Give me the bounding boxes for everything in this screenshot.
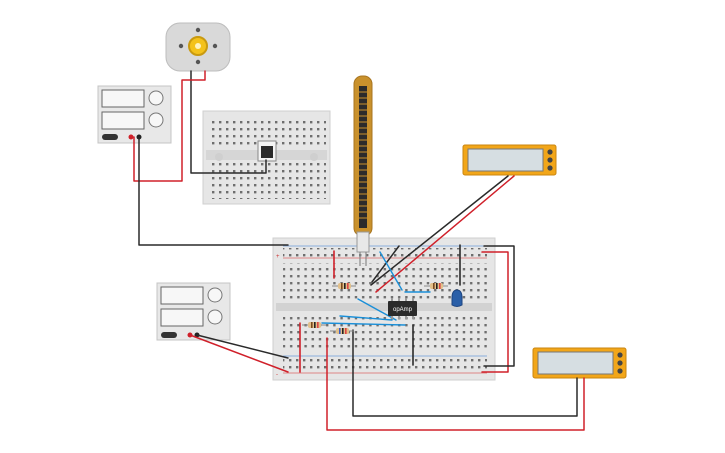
wire-motor-black [190, 70, 267, 174]
multimeter-bottom[interactable] [532, 347, 627, 379]
multimeter-top[interactable] [462, 144, 557, 176]
breadboard-small[interactable] [202, 110, 331, 205]
wires[interactable] [133, 70, 585, 431]
led-blue[interactable] [451, 289, 463, 307]
wire-right-red [481, 251, 509, 373]
wire-supply-black [138, 136, 289, 246]
resistor-2[interactable] [424, 283, 448, 289]
wire-black-diag [371, 245, 400, 283]
wire-motor-red [133, 70, 206, 182]
resistor-1[interactable] [332, 283, 356, 289]
power-supply-bottom[interactable] [156, 282, 231, 341]
breadboard-main[interactable]: + - [272, 237, 496, 381]
rail-minus-label: - [276, 372, 278, 378]
dc-motor[interactable] [165, 22, 231, 72]
opamp-label: opAmp [393, 307, 413, 313]
resistor-3[interactable] [302, 322, 326, 328]
power-supply-top[interactable] [97, 85, 172, 144]
wire-mm1-black [370, 175, 509, 286]
flex-sensor[interactable] [353, 75, 373, 266]
resistor-4[interactable] [330, 328, 354, 334]
wire-supply2-black [196, 334, 289, 359]
rail-plus-label: + [276, 254, 280, 260]
wire-blue-4 [321, 322, 406, 326]
wire-mm2-black [352, 329, 578, 417]
opamp-chip[interactable]: opAmp [388, 298, 417, 319]
wire-blue-1 [379, 251, 403, 291]
wire-supply2-red [189, 334, 289, 373]
wire-mm2-red [326, 337, 585, 431]
wire-blue-5 [339, 315, 393, 321]
wire-blue-2 [357, 298, 397, 321]
wire-right-black [483, 245, 515, 367]
wire-mm1-red [375, 175, 515, 293]
